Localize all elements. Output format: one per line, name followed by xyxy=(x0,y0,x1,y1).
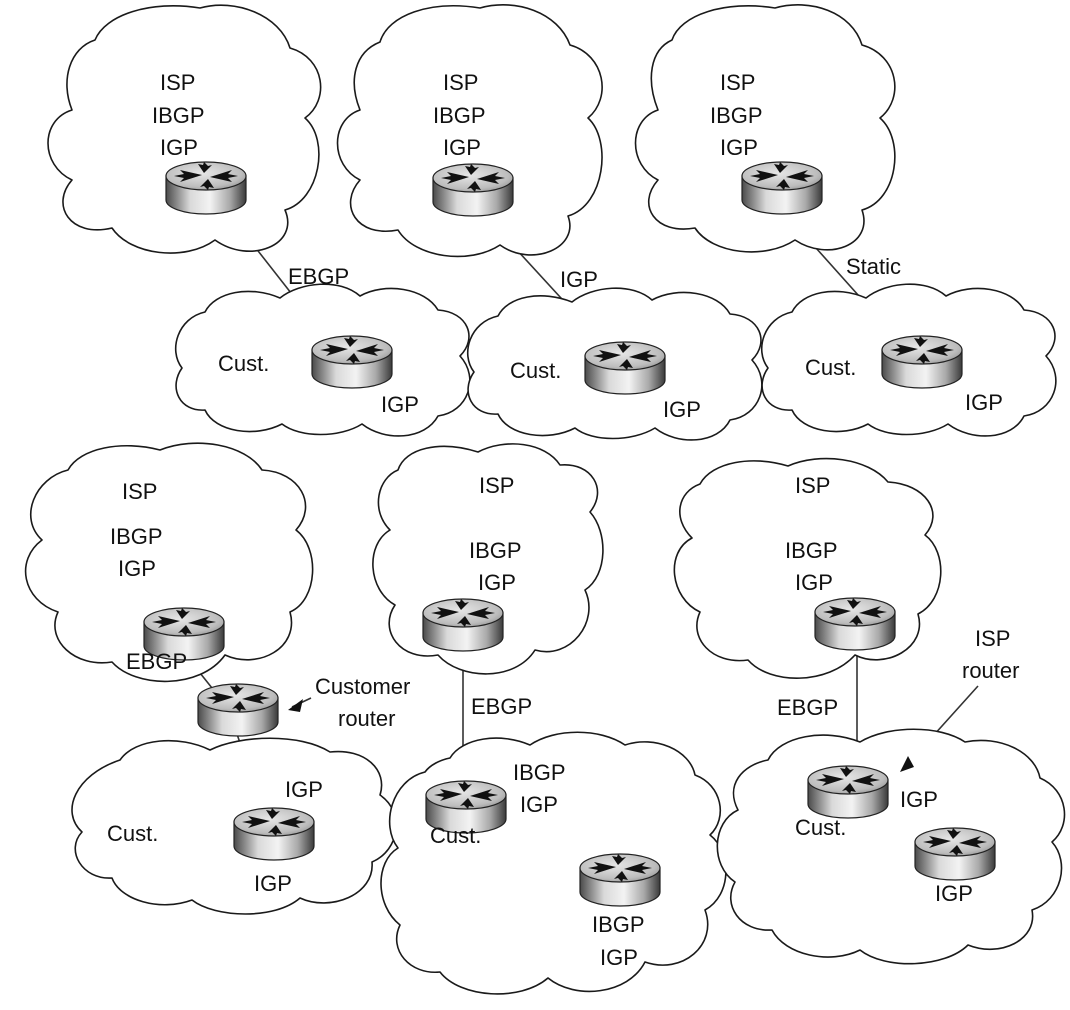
isp-cloud-top-middle xyxy=(336,4,603,258)
igp-label: IGP xyxy=(935,881,973,906)
link-label-static: Static xyxy=(846,254,901,279)
ibgp-label: IBGP xyxy=(110,524,163,549)
ibgp-label: IBGP xyxy=(785,538,838,563)
igp-label: IGP xyxy=(600,945,638,970)
igp-label: IGP xyxy=(381,392,419,417)
isp-router-icon xyxy=(814,597,896,651)
cust-label: Cust. xyxy=(107,821,158,846)
ibgp-label: IBGP xyxy=(152,103,205,128)
ibgp-label: IBGP xyxy=(513,760,566,785)
isp-label: ISP xyxy=(443,70,478,95)
link-label-igp: IGP xyxy=(560,267,598,292)
panel-bottom-right-labels: ISP IBGP IGP ISP router EBGP IGP Cust. I… xyxy=(777,473,1019,906)
callout-isp-router-line2: router xyxy=(962,658,1019,683)
cust-label: Cust. xyxy=(795,815,846,840)
callout-arrowhead xyxy=(288,699,303,712)
igp-label: IGP xyxy=(900,787,938,812)
callout-customer-router-line1: Customer xyxy=(315,674,410,699)
panel-bottom-middle-labels: ISP IBGP IGP EBGP IBGP IGP Cust. IBGP IG… xyxy=(430,473,645,970)
isp-label: ISP xyxy=(720,70,755,95)
callout-isp-router-line1: ISP xyxy=(975,626,1010,651)
panel-bottom-left-labels: ISP IBGP IGP EBGP Customer router IGP Cu… xyxy=(107,479,410,896)
igp-label: IGP xyxy=(795,570,833,595)
link-label-ebgp: EBGP xyxy=(126,649,187,674)
customer-router-icon xyxy=(914,827,996,881)
igp-label: IGP xyxy=(160,135,198,160)
ibgp-label: IBGP xyxy=(592,912,645,937)
isp-router-icon xyxy=(741,161,823,215)
igp-label: IGP xyxy=(663,397,701,422)
ibgp-label: IBGP xyxy=(433,103,486,128)
isp-label: ISP xyxy=(160,70,195,95)
ibgp-label: IBGP xyxy=(469,538,522,563)
cust-label: Cust. xyxy=(805,355,856,380)
panel-top-left-labels: ISP IBGP IGP EBGP Cust. IGP xyxy=(152,70,419,417)
igp-label: IGP xyxy=(965,390,1003,415)
igp-label: IGP xyxy=(118,556,156,581)
isp-label: ISP xyxy=(795,473,830,498)
cust-label: Cust. xyxy=(430,823,481,848)
cust-label: Cust. xyxy=(218,351,269,376)
customer-router-icon xyxy=(233,807,315,861)
panel-top-middle-labels: ISP IBGP IGP IGP Cust. IGP xyxy=(433,70,701,422)
isp-cloud-bottom-left xyxy=(24,442,314,683)
customer-edge-router-icon xyxy=(197,683,279,737)
igp-label: IGP xyxy=(478,570,516,595)
cust-cloud-bottom-right xyxy=(716,728,1066,965)
isp-cloud-top-left xyxy=(47,4,322,254)
isp-router-icon xyxy=(165,161,247,215)
customer-router-icon xyxy=(311,335,393,389)
isp-router-icon xyxy=(432,163,514,217)
isp-cloud-top-right xyxy=(634,4,896,253)
ibgp-label: IBGP xyxy=(710,103,763,128)
link-label-ebgp: EBGP xyxy=(288,264,349,289)
igp-label: IGP xyxy=(520,792,558,817)
customer-router-icon xyxy=(584,341,666,395)
panel-top-right-labels: ISP IBGP IGP Static Cust. IGP xyxy=(710,70,1003,415)
callout-arrowhead xyxy=(900,756,914,772)
link-label-ebgp: EBGP xyxy=(777,695,838,720)
cust-label: Cust. xyxy=(510,358,561,383)
link-label-ebgp: EBGP xyxy=(471,694,532,719)
igp-label: IGP xyxy=(254,871,292,896)
igp-label: IGP xyxy=(720,135,758,160)
isp-label: ISP xyxy=(122,479,157,504)
customer-router-icon xyxy=(579,853,661,907)
igp-label: IGP xyxy=(443,135,481,160)
isp-edge-router-icon xyxy=(807,765,889,819)
isp-router-icon xyxy=(422,598,504,652)
igp-label: IGP xyxy=(285,777,323,802)
callout-customer-router-line2: router xyxy=(338,706,395,731)
customer-router-icon xyxy=(881,335,963,389)
isp-label: ISP xyxy=(479,473,514,498)
